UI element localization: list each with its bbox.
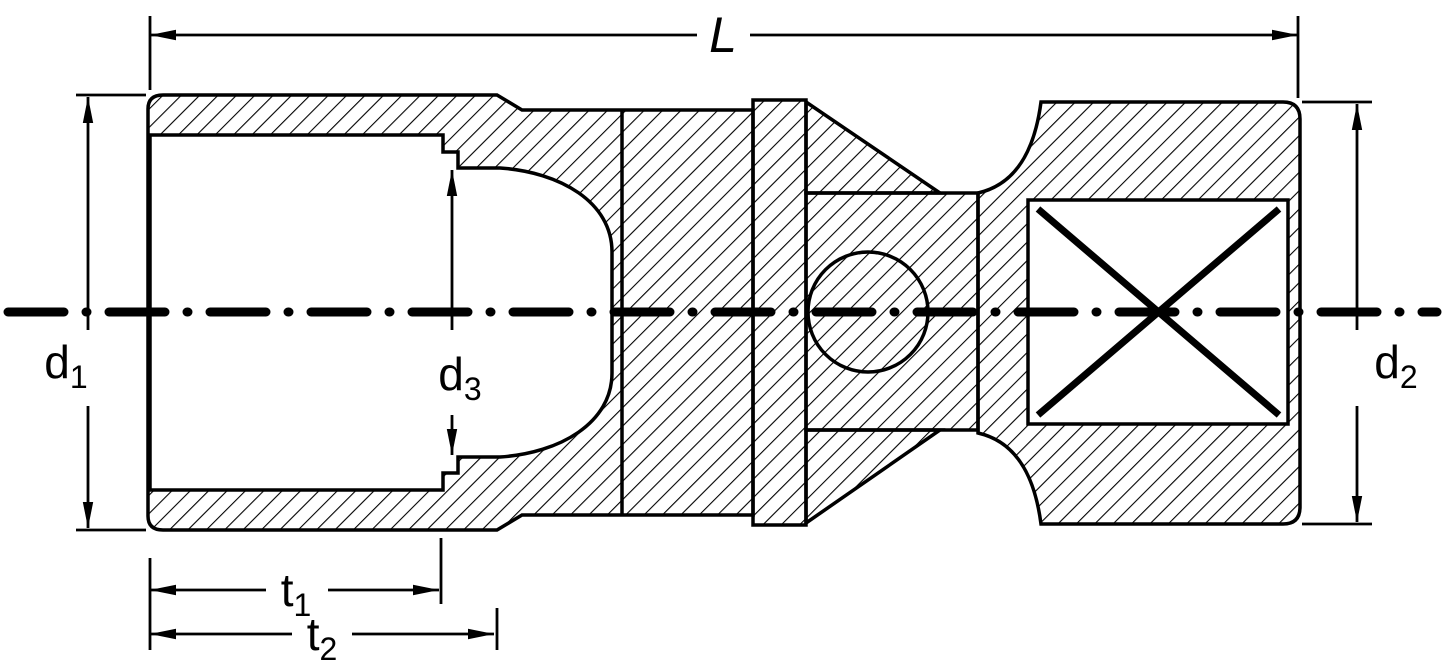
label-L: L <box>709 7 737 63</box>
label-t1-sub: 1 <box>293 587 311 623</box>
label-t2-sub: 2 <box>319 631 337 667</box>
label-t2: t2 <box>307 608 338 667</box>
label-d1: d1 <box>44 336 87 395</box>
label-d2: d2 <box>1374 336 1417 395</box>
socket-cavity <box>148 133 614 492</box>
yoke-arm-bottom <box>804 428 946 527</box>
label-t1: t1 <box>281 564 312 623</box>
label-d2-base: d <box>1374 336 1400 388</box>
socket-cross-section <box>146 93 1302 532</box>
label-d3: d3 <box>438 348 481 407</box>
label-d2-sub: 2 <box>1400 359 1418 395</box>
dimension-labels: L d1 d3 d2 t1 t2 <box>44 7 1417 667</box>
label-d1-base: d <box>44 336 70 388</box>
yoke-arm-top <box>804 98 946 195</box>
label-d3-base: d <box>438 348 464 400</box>
dimensions <box>76 16 1372 650</box>
label-t2-base: t <box>307 608 320 660</box>
label-d3-sub: 3 <box>464 371 482 407</box>
label-d1-sub: 1 <box>70 359 88 395</box>
label-t1-base: t <box>281 564 294 616</box>
